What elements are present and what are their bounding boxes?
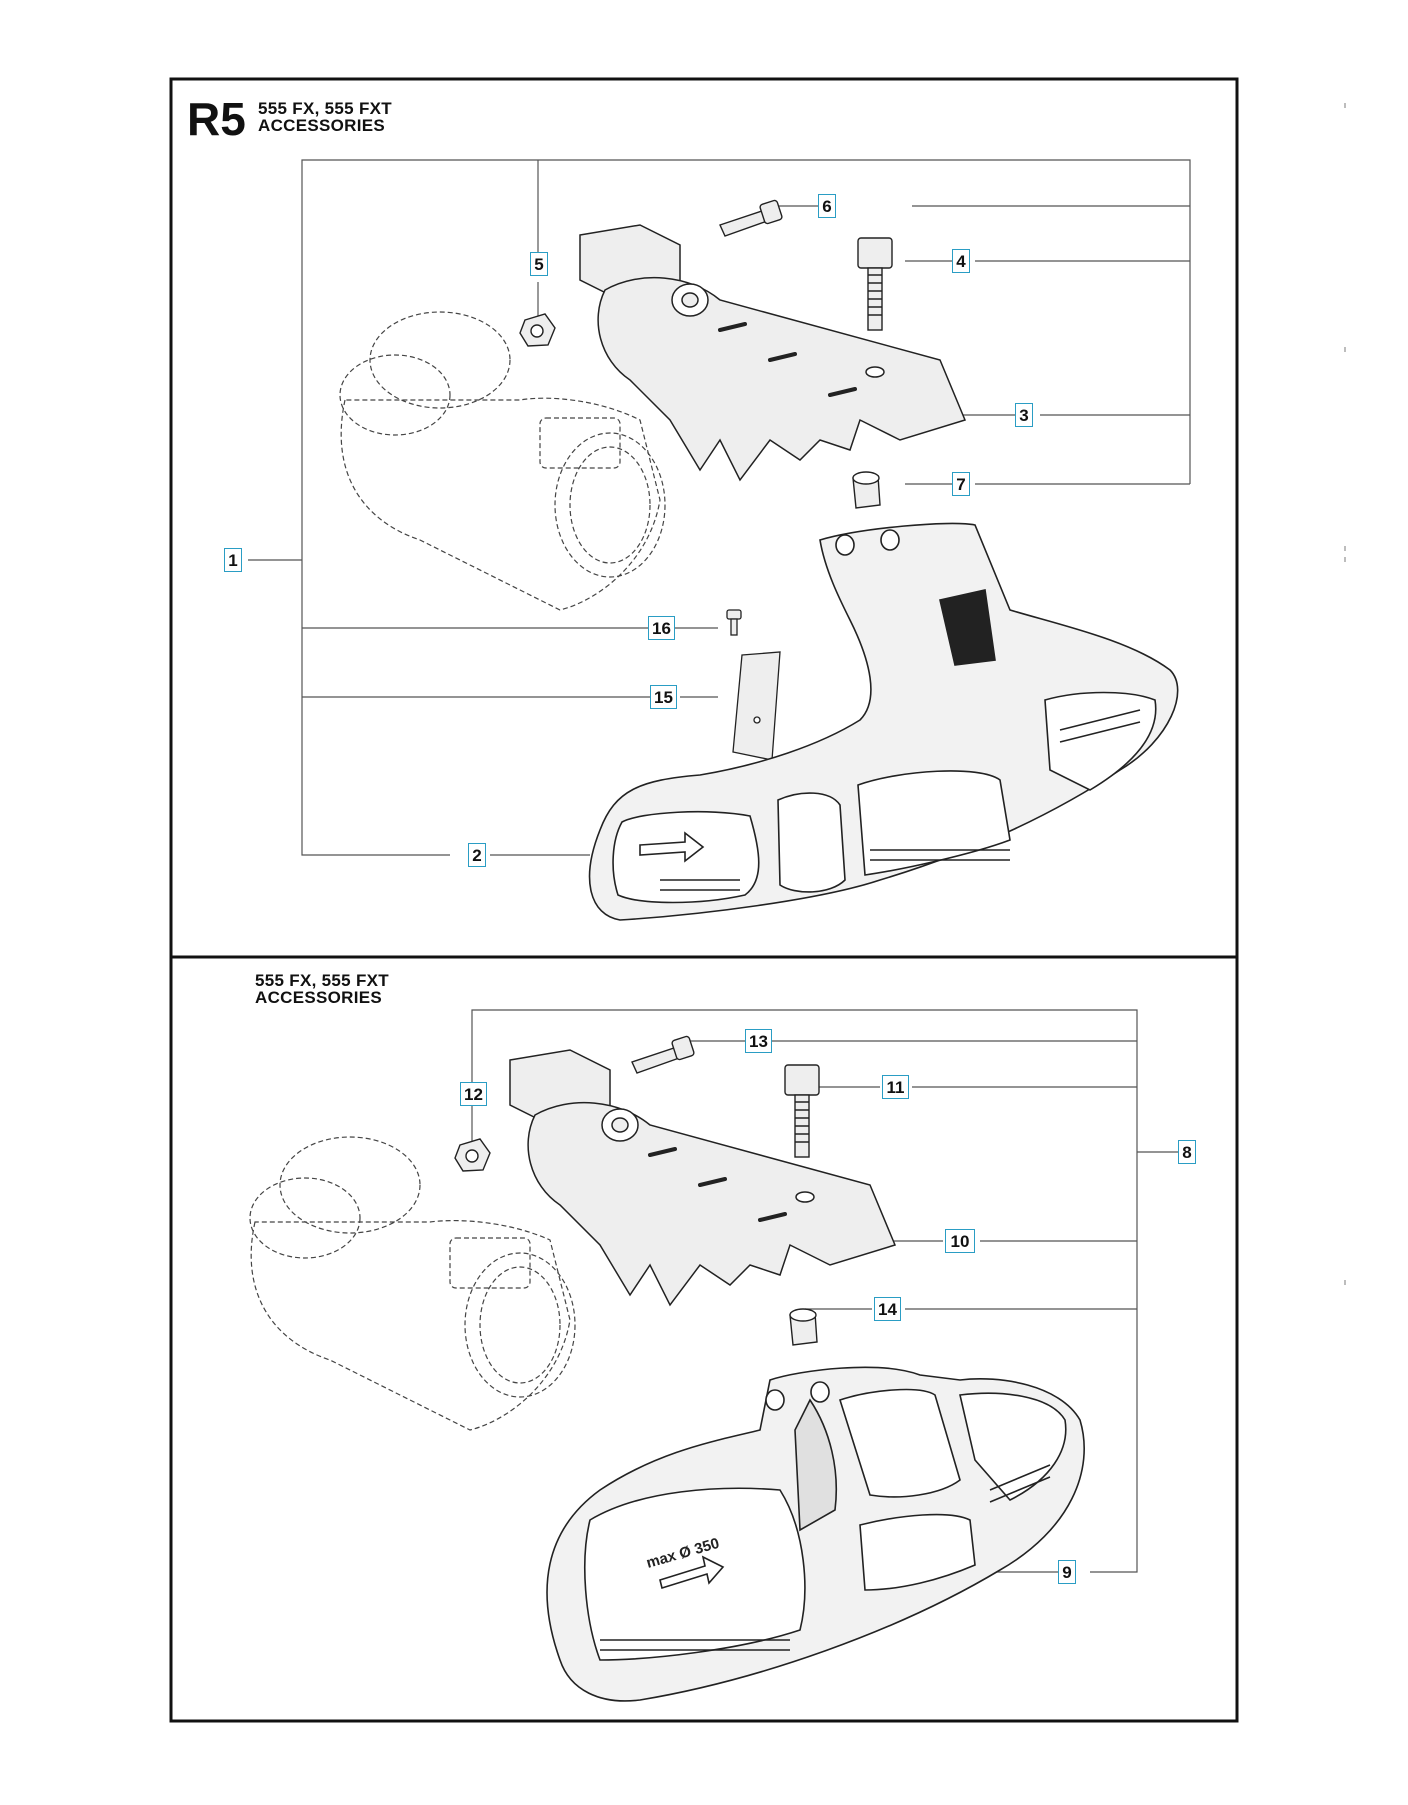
callout-2[interactable]: 2 [468, 843, 486, 867]
callout-14[interactable]: 14 [874, 1297, 901, 1321]
margin-tick [1344, 1280, 1346, 1285]
top-nut-5 [519, 313, 556, 347]
callout-6[interactable]: 6 [818, 194, 836, 218]
top-panel-title-line1: 555 FX, 555 FXT [258, 99, 392, 118]
bottom-panel-title-line1: 555 FX, 555 FXT [255, 971, 389, 990]
top-plate-15 [732, 651, 781, 761]
margin-tick [1344, 546, 1346, 551]
top-guard-2 [588, 522, 1179, 921]
bottom-panel-title-line2: ACCESSORIES [255, 988, 383, 1007]
callout-1[interactable]: 1 [224, 548, 242, 572]
callout-15[interactable]: 15 [650, 685, 677, 709]
bottom-nut-14 [789, 1308, 818, 1346]
top-screw-6 [719, 199, 783, 237]
section-code: R5 [187, 93, 246, 145]
bottom-gearhead-outline [249, 1136, 576, 1431]
bottom-leader-lines [471, 1009, 1178, 1573]
callout-13[interactable]: 13 [745, 1029, 772, 1053]
top-panel-title-line2: ACCESSORIES [258, 116, 386, 135]
bottom-nut-12 [454, 1138, 491, 1172]
top-bolt-4 [857, 237, 893, 331]
callout-9[interactable]: 9 [1058, 1560, 1076, 1584]
bottom-bolt-11 [784, 1064, 820, 1158]
margin-tick [1344, 103, 1346, 108]
callout-5[interactable]: 5 [530, 252, 548, 276]
top-nut-7 [852, 471, 881, 509]
callout-10[interactable]: 10 [945, 1229, 975, 1253]
margin-tick [1344, 347, 1346, 352]
bottom-screw-13 [631, 1035, 695, 1074]
top-screw-16 [726, 609, 742, 636]
callout-16[interactable]: 16 [648, 616, 675, 640]
bottom-guard-9 [546, 1366, 1085, 1702]
diagram-frame [169, 77, 1239, 1723]
callout-11[interactable]: 11 [882, 1075, 909, 1099]
callout-7[interactable]: 7 [952, 472, 970, 496]
top-bracket-clamp [579, 224, 967, 482]
callout-3[interactable]: 3 [1015, 403, 1033, 427]
top-gearhead-outline [339, 311, 666, 611]
top-leader-lines [248, 159, 1191, 856]
bottom-bracket-clamp [509, 1049, 897, 1307]
margin-tick [1344, 557, 1346, 562]
callout-12[interactable]: 12 [460, 1082, 487, 1106]
callout-8[interactable]: 8 [1178, 1140, 1196, 1164]
callout-4[interactable]: 4 [952, 249, 970, 273]
